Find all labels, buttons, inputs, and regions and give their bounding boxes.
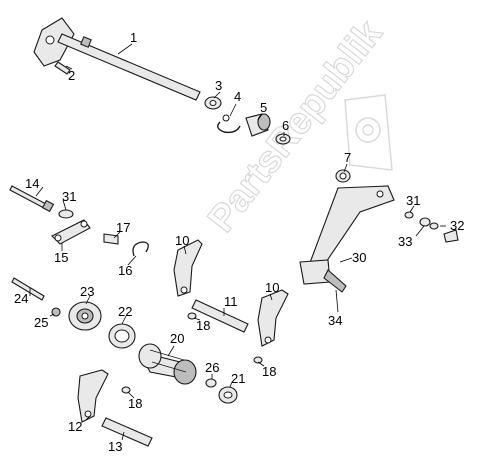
leader-lines [29,43,446,441]
part-washer-31-left [58,209,74,219]
callout-22: 22 [118,304,132,319]
callout-7: 7 [344,150,351,165]
part-bolt-14 [9,185,55,213]
part-link-15 [51,219,91,245]
callout-24: 24 [14,291,28,306]
callout-6: 6 [282,118,289,133]
part-bearing-21 [218,386,238,404]
callout-14: 14 [25,176,39,191]
part-shift-drum-20 [138,343,197,385]
callout-31-right: 31 [406,193,420,208]
part-fastener-set-right [404,211,459,243]
part-roller-18a [187,312,197,320]
part-fork-10a [173,239,203,297]
callout-5: 5 [260,100,267,115]
part-cam-23 [68,301,102,331]
part-shift-lever [299,185,395,293]
callout-10-upper: 10 [175,233,189,248]
callout-labels: 1 2 3 4 5 6 7 10 10 11 12 13 14 15 17 16… [14,30,464,454]
callout-18-upper: 18 [196,318,210,333]
part-seal-6 [275,133,291,145]
callout-26: 26 [205,360,219,375]
callout-31-left: 31 [62,189,76,204]
callout-3: 3 [215,78,222,93]
part-washer-26 [205,378,217,388]
part-roller-18c [121,386,131,394]
callout-21: 21 [231,371,245,386]
callout-30: 30 [352,250,366,265]
callout-18-right: 18 [262,364,276,379]
part-bushing-5 [245,113,271,137]
callout-13: 13 [108,439,122,454]
part-spring-16 [132,241,149,257]
callout-33: 33 [398,234,412,249]
callout-12: 12 [68,419,82,434]
callout-16: 16 [118,263,132,278]
part-fork-12 [77,369,109,423]
callout-34: 34 [328,313,342,328]
callout-20: 20 [170,331,184,346]
callout-23: 23 [80,284,94,299]
part-bearing-22 [108,323,136,349]
callout-2: 2 [68,68,75,83]
callout-10-lower: 10 [265,280,279,295]
callout-18-lower: 18 [128,396,142,411]
part-rod-11 [191,299,249,333]
callout-4: 4 [234,89,241,104]
callout-1: 1 [130,30,137,45]
callout-32: 32 [450,218,464,233]
part-fork-10b [257,289,289,347]
part-shift-shaft [33,17,201,101]
callout-25: 25 [34,315,48,330]
callout-15: 15 [54,250,68,265]
callout-17: 17 [116,220,130,235]
part-seal-7 [335,169,351,183]
part-circlip-4 [217,114,241,134]
part-roller-18b [253,356,263,364]
part-washer-3 [204,96,222,110]
part-rod-13 [101,417,153,447]
part-bolt-24 [11,277,45,301]
part-bolt-17 [103,233,119,245]
callout-11: 11 [224,294,238,309]
part-spring-2 [54,61,71,75]
watermark-gear-icon [344,94,393,171]
